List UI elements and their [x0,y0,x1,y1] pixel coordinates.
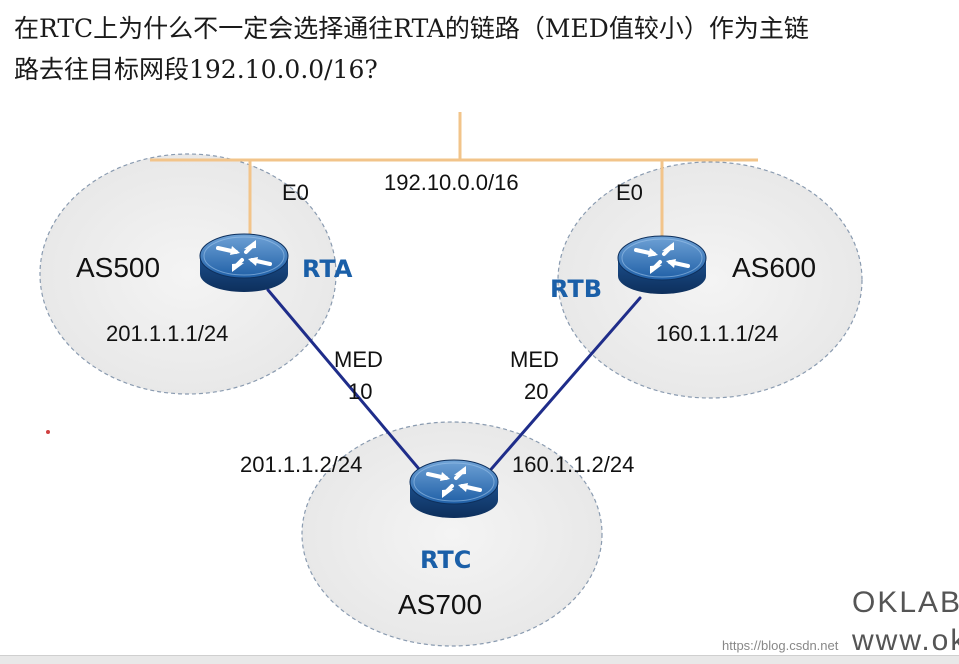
target-segment [150,112,758,240]
as500-label: AS500 [76,252,160,283]
rtb-ip-label: 160.1.1.1/24 [656,321,778,346]
rtc-name-label: RTC [420,546,471,574]
link-rta-rtc [266,288,432,484]
target-network-label: 192.10.0.0/16 [384,170,519,195]
router-rtb-icon[interactable] [616,234,708,296]
bottom-scrollbar[interactable] [0,655,959,664]
med-rtb-label: MED [510,347,559,372]
question-text: 在RTC上为什么不一定会选择通往RTA的链路（MED值较小）作为主链 路去往目标… [14,8,954,90]
question-line-2: 路去往目标网段192.10.0.0/16? [14,55,378,84]
stray-dot [46,430,50,434]
router-rta-icon[interactable] [198,232,290,294]
rtb-interface-label: E0 [616,180,643,205]
as500-area [39,153,337,395]
med-rta-label: MED [334,347,383,372]
rta-name-label: RTA [302,255,353,283]
router-rtc-icon[interactable] [408,458,500,520]
question-line-1: 在RTC上为什么不一定会选择通往RTA的链路（MED值较小）作为主链 [14,14,809,43]
as600-area [557,161,863,399]
rtc-ip-to-rtb-label: 160.1.1.2/24 [512,452,634,477]
rta-ip-label: 201.1.1.1/24 [106,321,228,346]
watermark-url: https://blog.csdn.net [722,638,839,653]
as600-label: AS600 [732,252,816,283]
watermark-brand: OKLAB [852,586,959,619]
link-rtb-rtc [478,296,642,484]
med-rtb-value: 20 [524,379,548,404]
watermark-site: www.okl [851,624,959,657]
links [266,288,642,484]
med-rta-value: 10 [348,379,372,404]
rtc-ip-to-rta-label: 201.1.1.2/24 [240,452,362,477]
rtb-name-label: RTB [550,275,602,303]
as700-area [301,421,603,647]
as700-label: AS700 [398,589,482,620]
rta-interface-label: E0 [282,180,309,205]
